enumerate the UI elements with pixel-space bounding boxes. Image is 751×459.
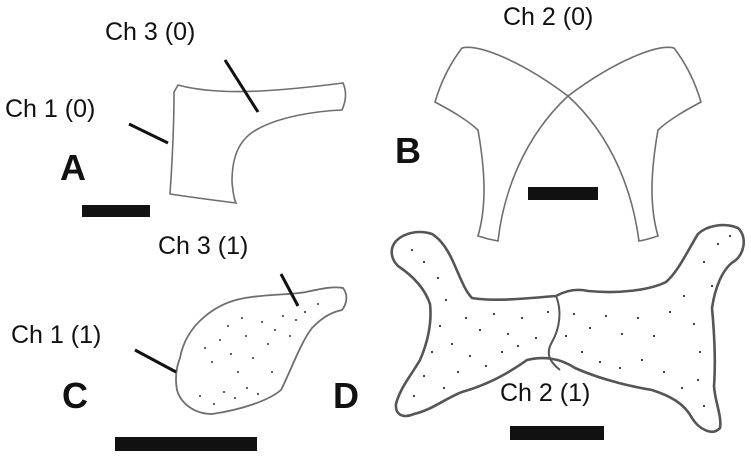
label-c-ch1: Ch 1 (1) <box>11 321 102 349</box>
scale-bar-d <box>510 426 604 440</box>
panel-label-a: A <box>60 147 86 188</box>
bone-c-stipple <box>199 303 319 405</box>
label-b-ch2: Ch 2 (0) <box>503 3 594 31</box>
label-d-ch2: Ch 2 (1) <box>500 379 591 407</box>
pointer-a-ch1 <box>128 122 169 145</box>
pointer-c-ch1 <box>134 348 177 374</box>
panel-label-b: B <box>395 130 421 171</box>
bone-a-outline <box>169 82 347 204</box>
bone-c-outline <box>175 286 348 415</box>
label-a-ch3: Ch 3 (0) <box>105 18 196 46</box>
panel-label-c: C <box>62 375 88 416</box>
scale-bar-c <box>115 437 257 451</box>
pointer-a-ch3 <box>223 59 260 113</box>
scale-bar-b <box>528 187 598 200</box>
bone-d-midline <box>547 295 561 371</box>
bone-d-outline <box>390 223 746 433</box>
label-c-ch3: Ch 3 (1) <box>158 232 249 260</box>
bone-d-stipple <box>410 234 732 408</box>
pointer-c-ch3 <box>279 273 300 307</box>
scale-bar-a <box>82 205 150 217</box>
label-a-ch1: Ch 1 (0) <box>5 95 96 123</box>
panel-label-d: D <box>333 375 359 416</box>
bone-b-outline <box>434 46 702 242</box>
